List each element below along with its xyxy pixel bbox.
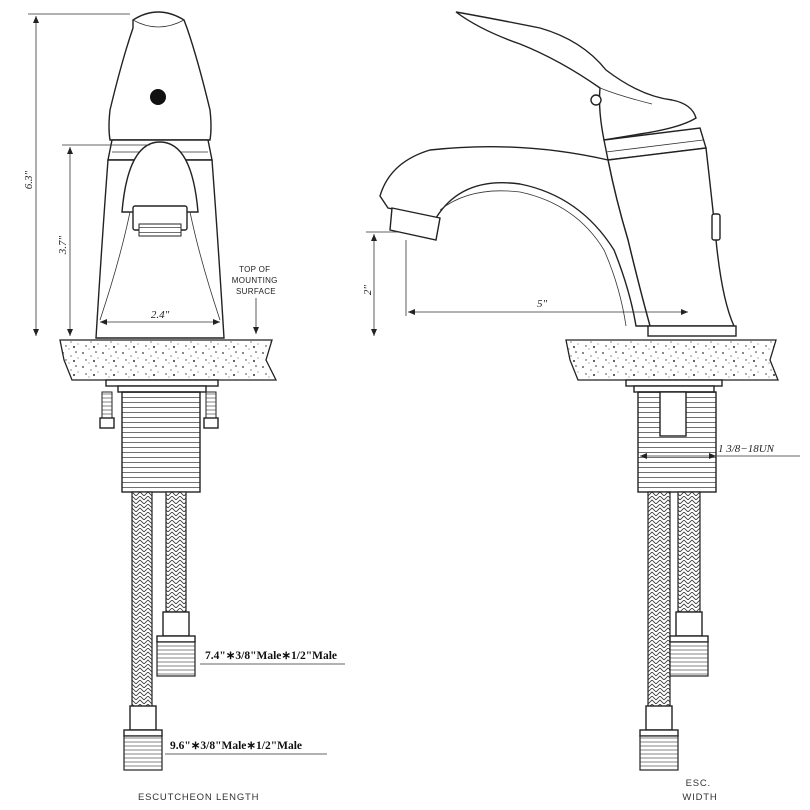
side-hose-short-connector: [669, 611, 709, 677]
front-hose-long: [131, 491, 153, 713]
front-view: 6.3" 3.7" 2.4" TOP OF MOUNTING SURFACE: [23, 11, 345, 803]
dim-spout-height: 3.7": [57, 235, 69, 255]
dim-reach: 5": [537, 298, 548, 310]
side-hose-short: [677, 491, 701, 613]
front-hose-short: [165, 491, 187, 613]
side-handle-knob-icon: [590, 94, 602, 106]
side-countertop: [565, 339, 779, 381]
dim-total-height: 6.3": [23, 170, 35, 189]
dim-spout-clearance: 2": [362, 285, 374, 296]
dim-width: 2.4": [151, 309, 170, 321]
thread-spec-label: 1 3/8−18UN: [718, 443, 775, 455]
front-handle: [108, 11, 212, 141]
side-lever-handle: [455, 11, 697, 141]
front-hose-long-connector: [123, 705, 163, 771]
hose-long-label: 9.6"∗3/8"Male∗1/2"Male: [170, 740, 302, 752]
side-spout: [379, 145, 651, 327]
side-hose-long: [647, 491, 671, 713]
esc-width-label: ESC. WIDTH: [682, 778, 717, 803]
top-of-mounting-surface-label: TOP OF MOUNTING SURFACE: [232, 265, 280, 296]
front-aerator: [138, 223, 182, 237]
escutcheon-length-label: ESCUTCHEON LENGTH: [138, 792, 259, 803]
hose-short-label: 7.4"∗3/8"Male∗1/2"Male: [205, 650, 337, 662]
front-mounting-bolt-right: [203, 391, 219, 429]
front-countertop: [59, 339, 278, 381]
front-handle-indicator-icon: [150, 89, 166, 105]
front-mounting-bolt-left: [99, 391, 115, 429]
front-hose-short-connector: [156, 611, 196, 677]
side-hose-long-connector: [639, 705, 679, 771]
front-threaded-shank: [121, 391, 201, 493]
side-view: 2" 5" 1 3/8−18UN: [362, 11, 800, 803]
